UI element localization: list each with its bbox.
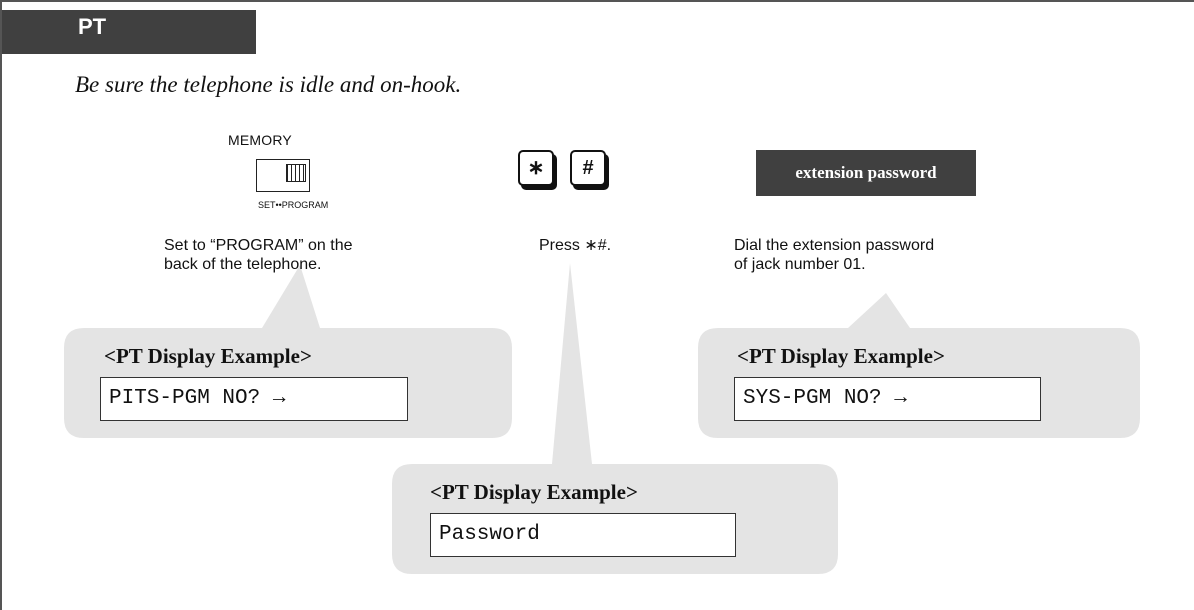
memory-switch[interactable] xyxy=(256,159,310,192)
balloon-center-display: Password xyxy=(430,513,736,557)
frame-left-border xyxy=(0,0,2,610)
password-step-caption-line1: Dial the extension password xyxy=(734,237,935,254)
extension-password-button[interactable]: extension password xyxy=(756,150,976,196)
hash-key[interactable]: # xyxy=(570,150,606,186)
memory-step-caption-line1: Set to “PROGRAM” on the xyxy=(164,237,353,254)
frame-top-border xyxy=(0,0,1194,2)
section-tab-label: PT xyxy=(77,14,107,39)
star-key[interactable]: ∗ xyxy=(518,150,554,186)
memory-switch-positions: SET••PROGRAM xyxy=(258,200,329,210)
keys-step-caption: Press ∗#. xyxy=(539,237,612,254)
balloon-right-title: <PT Display Example> xyxy=(737,344,945,368)
balloon-left-title: <PT Display Example> xyxy=(104,344,312,368)
balloon-left-display: PITS-PGM NO? → xyxy=(100,377,408,421)
balloon-center-title: <PT Display Example> xyxy=(430,480,638,504)
balloon-center xyxy=(392,263,838,574)
memory-step-caption-line2: back of the telephone. xyxy=(164,256,322,273)
section-tab xyxy=(2,10,256,54)
intro-instruction: Be sure the telephone is idle and on-hoo… xyxy=(75,72,462,97)
balloon-right-display: SYS-PGM NO? → xyxy=(734,377,1041,421)
memory-switch-label: MEMORY xyxy=(228,132,292,148)
password-step-caption-line2: of jack number 01. xyxy=(734,256,866,273)
memory-switch-slider[interactable] xyxy=(286,164,306,182)
